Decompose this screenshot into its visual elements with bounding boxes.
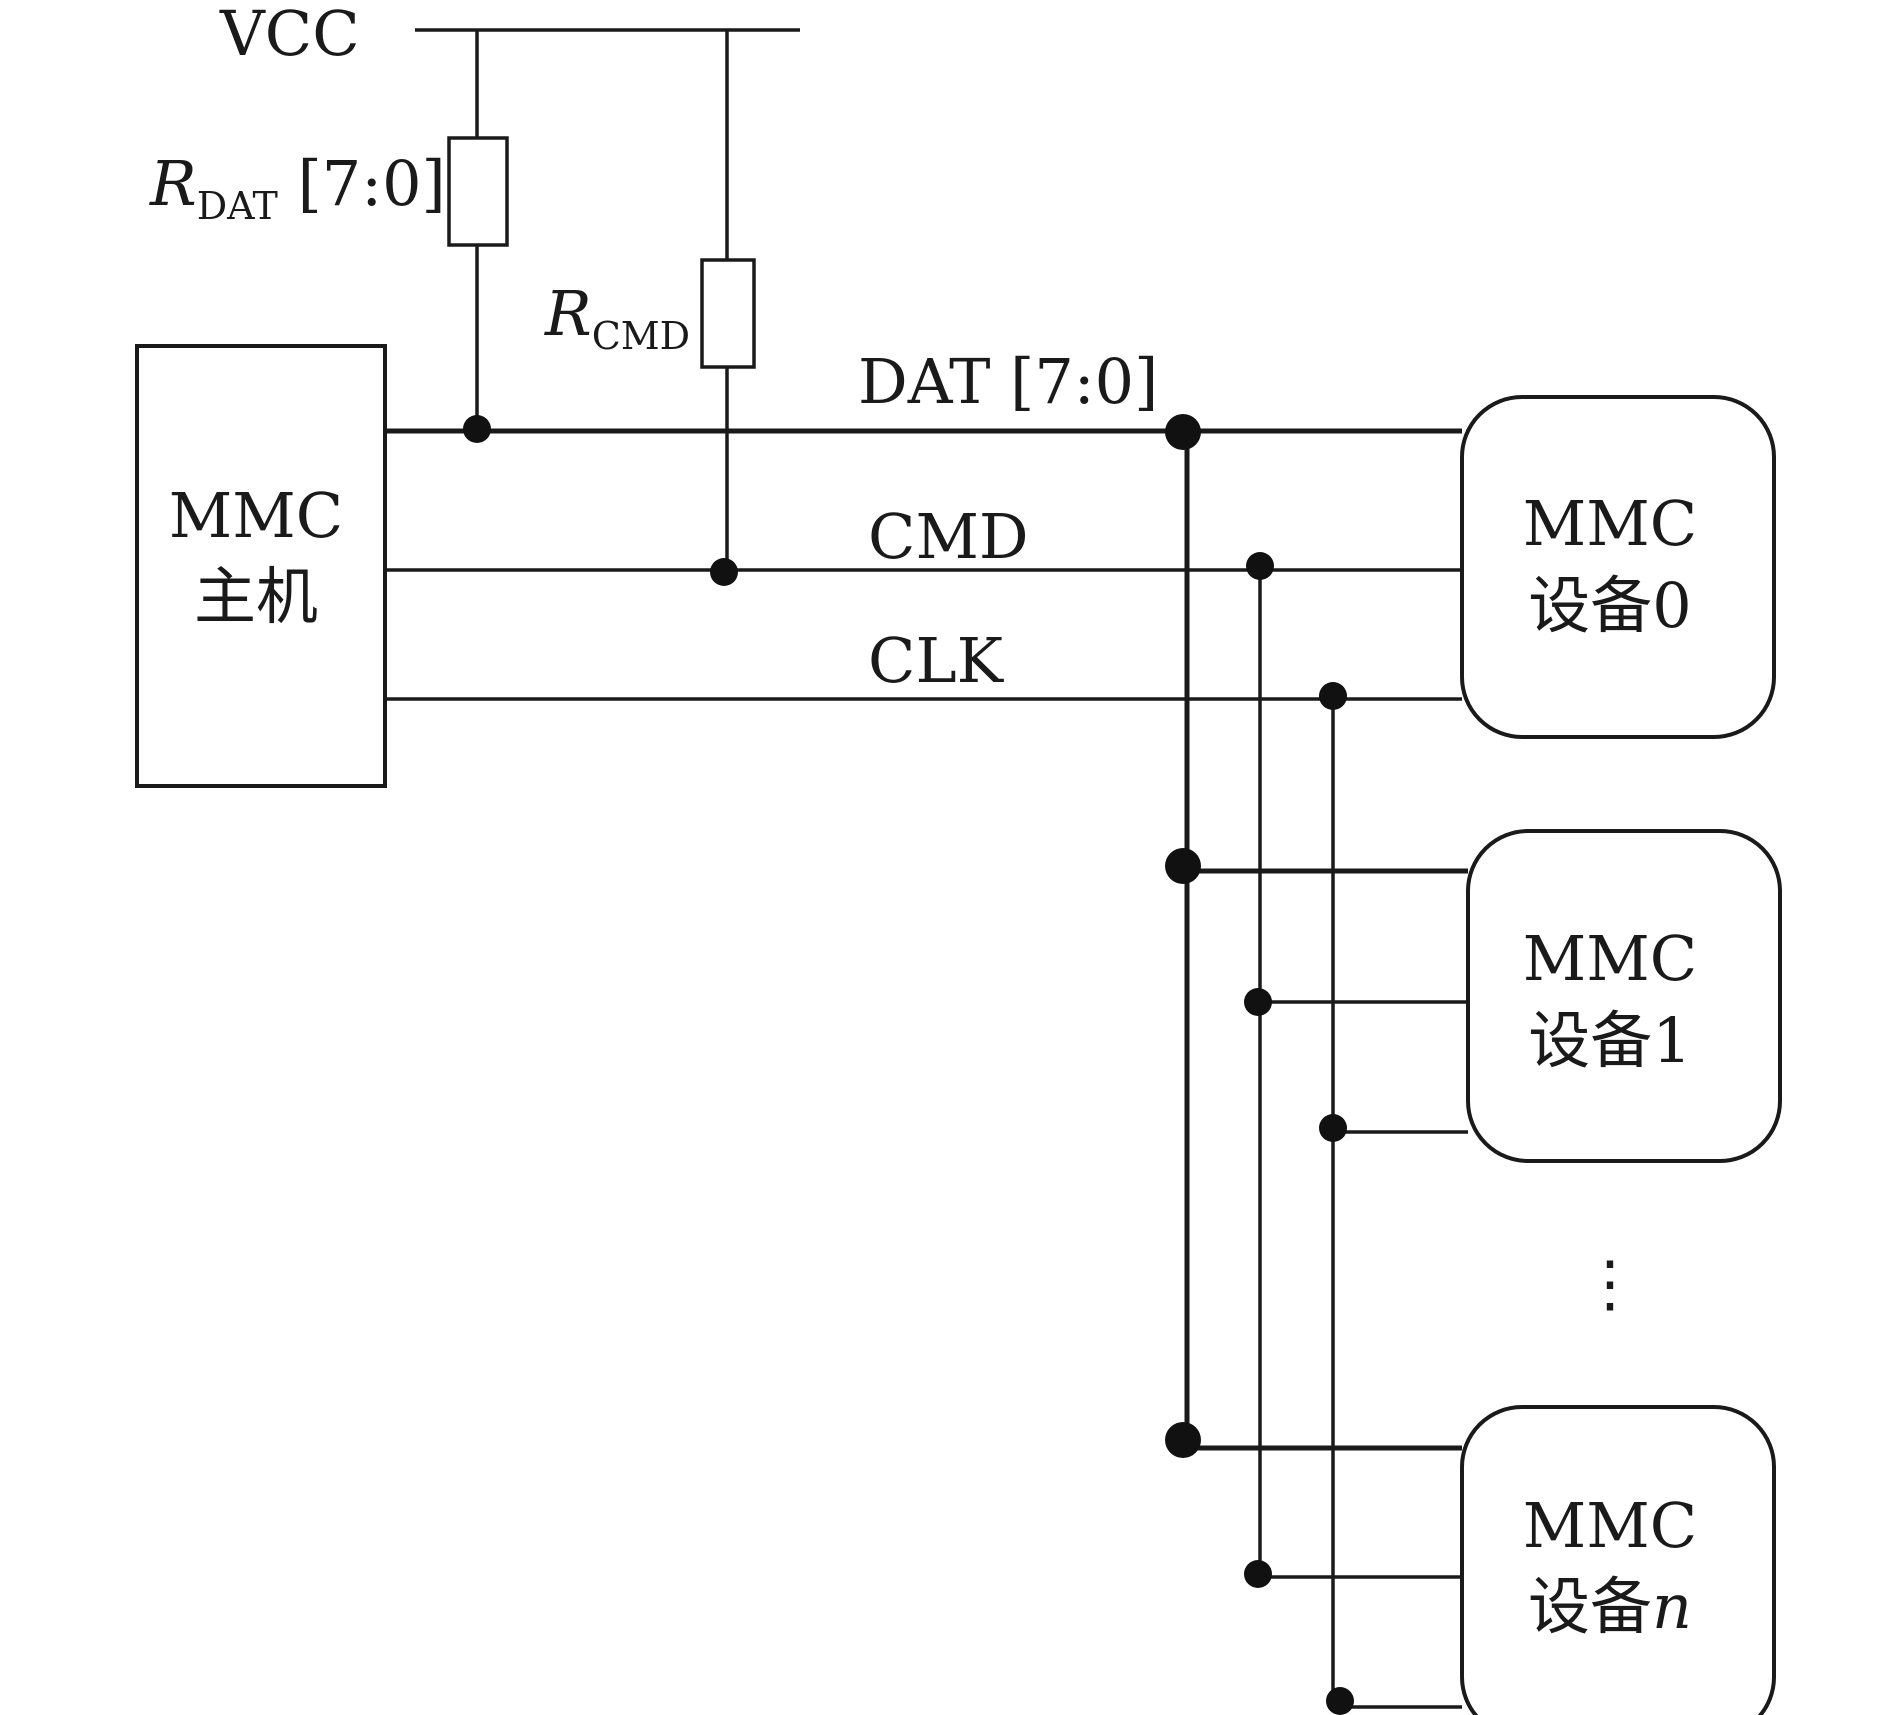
rcmd-symbol: R: [544, 277, 592, 350]
junction-cmd-devn: [1244, 1560, 1272, 1588]
device-1-index: 1: [1652, 1004, 1691, 1077]
junction-rdat-dat: [463, 415, 491, 443]
junction-cmd-dev0: [1246, 552, 1274, 580]
device-0-index: 0: [1652, 569, 1691, 642]
junction-clk-devn: [1326, 1687, 1354, 1715]
mmc-device-1-box: [1466, 829, 1782, 1163]
rdat-symbol: R: [149, 147, 197, 220]
rcmd-resistor: [700, 258, 756, 369]
rdat-range: [7:0]: [278, 147, 446, 220]
rdat-subscript: DAT: [197, 184, 278, 228]
junction-dat-dev1: [1165, 848, 1201, 884]
junction-dat-devn: [1165, 1422, 1201, 1458]
mmc-host-box: [135, 344, 387, 788]
mmc-device-n-box: [1460, 1405, 1776, 1715]
host-label-line1: MMC: [169, 479, 343, 552]
junction-clk-dev0: [1319, 682, 1347, 710]
device-n-label-line1: MMC: [1523, 1489, 1697, 1562]
device-0-prefix: 设备: [1528, 569, 1652, 642]
junction-rcmd-cmd: [710, 558, 738, 586]
device-n-index: n: [1652, 1570, 1692, 1643]
rdat-label: RDAT [7:0]: [149, 147, 446, 228]
junction-cmd-dev1: [1244, 988, 1272, 1016]
device-0-label-line2: 设备0: [1528, 569, 1691, 642]
junction-clk-dev1: [1319, 1114, 1347, 1142]
device-0-label-line1: MMC: [1523, 487, 1697, 560]
cmd-signal-label: CMD: [868, 500, 1029, 573]
junction-dat-dev0: [1165, 414, 1201, 450]
rcmd-label: RCMD: [544, 277, 690, 358]
mmc-device-0-box: [1460, 395, 1776, 739]
vcc-label: VCC: [219, 0, 360, 70]
device-1-label-line2: 设备1: [1528, 1004, 1691, 1077]
rdat-resistor: [447, 136, 509, 247]
dat-signal-label: DAT [7:0]: [858, 345, 1158, 418]
device-n-label-line2: 设备n: [1528, 1570, 1692, 1643]
more-devices-ellipsis: ⋮: [1579, 1247, 1641, 1320]
clk-signal-label: CLK: [868, 624, 1005, 697]
rcmd-subscript: CMD: [592, 314, 690, 358]
device-1-label-line1: MMC: [1523, 922, 1697, 995]
device-n-prefix: 设备: [1528, 1570, 1652, 1643]
host-label-line2: 主机: [194, 560, 318, 633]
device-1-prefix: 设备: [1528, 1004, 1652, 1077]
